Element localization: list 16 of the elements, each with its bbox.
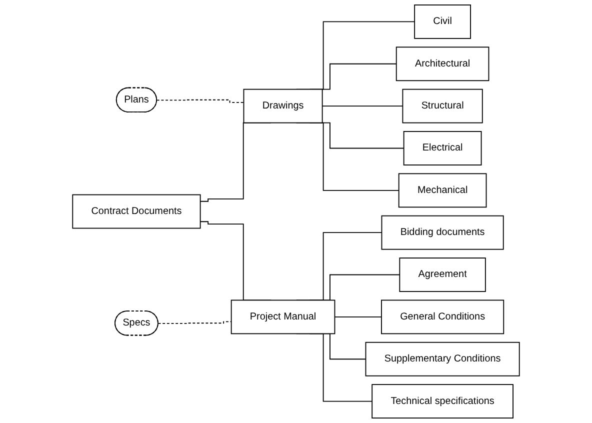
node-box: Civil [414,4,471,39]
node-box: Electrical [403,131,482,166]
node-box: General Conditions [381,300,504,334]
node-box: Structural [402,88,483,124]
node-box: Project Manual [230,300,336,334]
node-box: Agreement [399,258,486,292]
connector [156,99,244,103]
connector [322,106,404,107]
node-box: Architectural [396,46,490,82]
node-box: Technical specifications [372,384,514,418]
node-box: Drawings [243,88,323,124]
node-box: Contract Documents [72,194,201,229]
node-box: Mechanical [398,173,487,208]
node-box: Supplementary Conditions [365,342,520,376]
connector [334,316,382,318]
node-box: Bidding documents [381,215,504,250]
